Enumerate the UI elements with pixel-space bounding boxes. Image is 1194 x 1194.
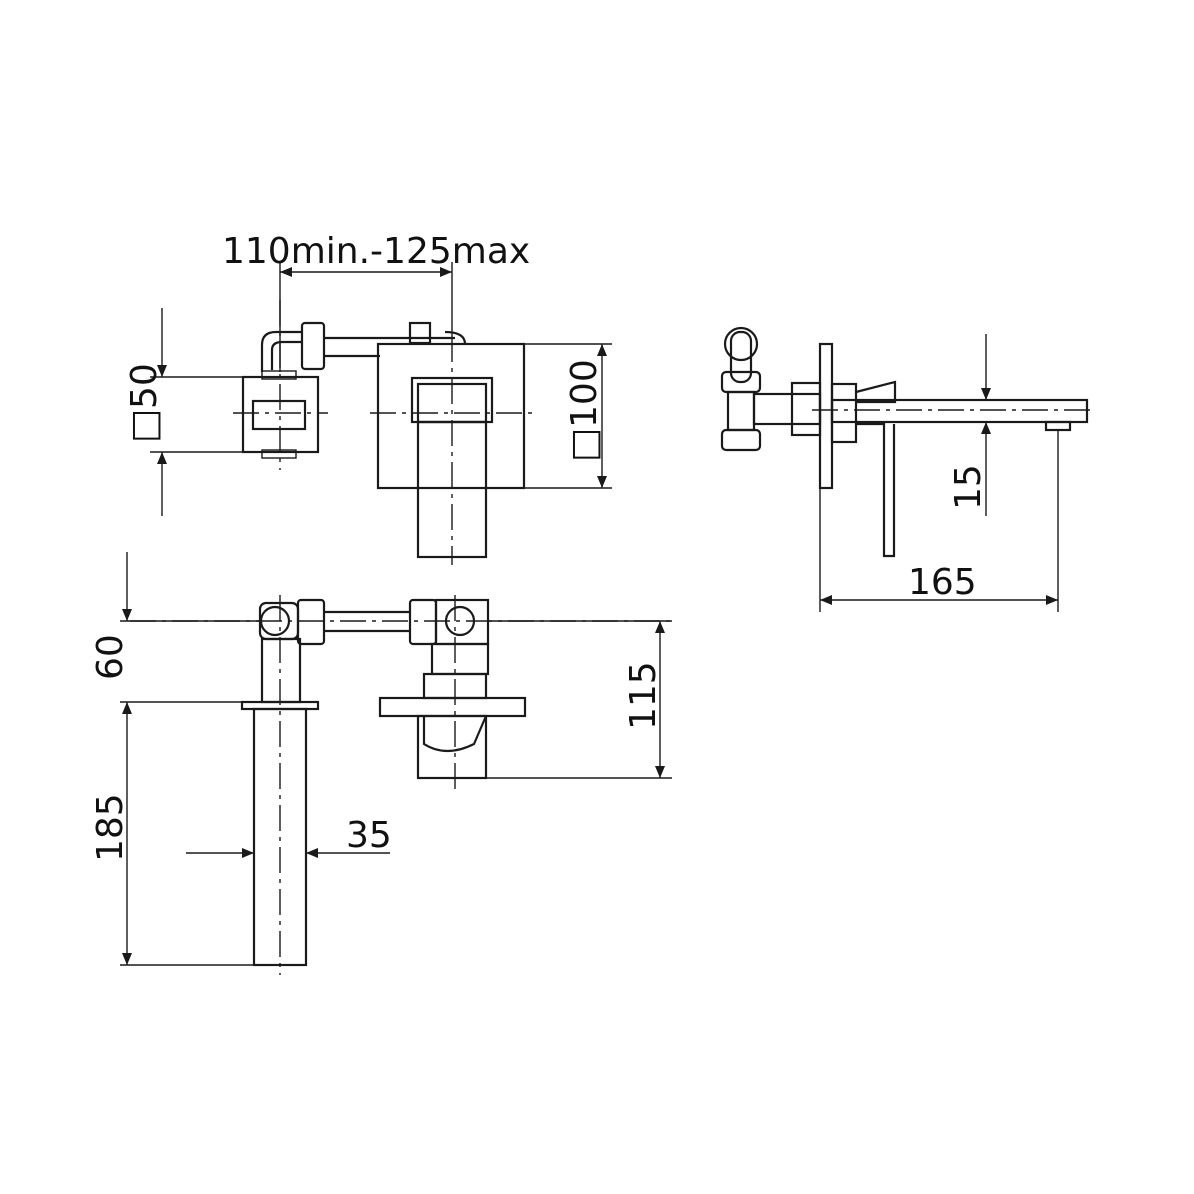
side-view: 165 15 — [720, 326, 1094, 612]
handle-front — [422, 715, 488, 753]
body-section-label: □100 — [564, 359, 605, 462]
total-depth-label: 115 — [623, 661, 664, 730]
spout-height-label: 15 — [948, 464, 989, 510]
front-wall-plate — [378, 696, 527, 718]
wall-plate — [818, 342, 834, 490]
top-view: 110min.-125max □50 □100 — [124, 231, 612, 565]
handle-lever-side — [856, 422, 896, 558]
spout-length-label: 185 — [90, 793, 131, 862]
spout-section-label: □50 — [124, 363, 165, 443]
front-view: 60 185 35 115 — [90, 552, 672, 975]
left-union-nut — [296, 598, 326, 646]
right-union-nut — [408, 598, 438, 646]
top-offset-label: 60 — [90, 634, 131, 680]
spout-nut — [261, 370, 297, 380]
spout-nut-bottom — [261, 449, 297, 459]
union-nut — [300, 321, 326, 371]
handle-top — [855, 380, 897, 404]
pipe-fitting — [408, 321, 432, 345]
spout-outlet — [251, 399, 307, 431]
valve-cap — [723, 326, 759, 362]
spacing-label: 110min.-125max — [222, 231, 530, 272]
body-plate — [376, 342, 526, 490]
aerator — [1044, 420, 1072, 432]
spout-width-label: 35 — [346, 815, 392, 856]
spout-side — [830, 398, 1089, 424]
projection-label: 165 — [908, 562, 977, 603]
elbow-connector — [260, 330, 302, 372]
valve-body — [752, 392, 822, 426]
hex-nut-bottom — [720, 428, 762, 452]
